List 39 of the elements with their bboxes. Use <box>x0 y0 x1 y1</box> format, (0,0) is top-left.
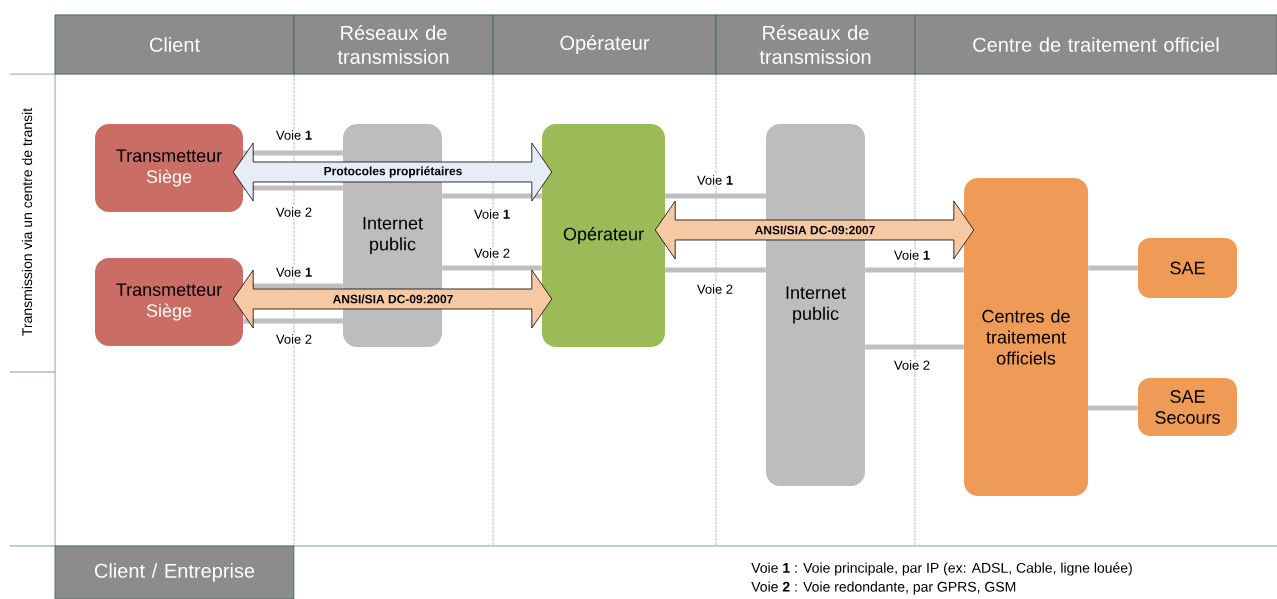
edge-label: Voie 1 <box>472 208 512 220</box>
connector-line <box>865 267 964 273</box>
connector-line <box>665 267 766 273</box>
column-header: Centre de traitement officiel <box>914 14 1277 75</box>
row-label: Transmission via un centre de transit <box>21 108 33 336</box>
processing-center-box: Centres de traitement officiels <box>964 178 1088 496</box>
sae-box: SAE Secours <box>1138 378 1237 436</box>
double-block-arrow <box>654 200 975 260</box>
connector-line <box>665 193 766 199</box>
edge-label: Voie 1 <box>274 129 314 141</box>
edge-label: Voie 2 <box>274 333 314 345</box>
double-block-arrow <box>232 269 553 329</box>
sae-box: SAE <box>1138 238 1237 298</box>
connector-line <box>442 265 542 271</box>
note-text: Voie 2 : Voie redondante, par GPRS, GSM <box>751 581 1016 595</box>
transmitter-box: Transmetteur Siège <box>95 124 243 212</box>
connector-line <box>243 150 343 156</box>
edge-label: Voie 2 <box>695 283 735 295</box>
edge-label: Voie 2 <box>274 206 314 218</box>
column-header: Réseaux de transmission <box>715 14 916 75</box>
connector-line <box>865 344 964 350</box>
connector-line <box>243 185 343 191</box>
column-header: Réseaux de transmission <box>293 14 494 75</box>
edge-label: Voie 1 <box>892 249 932 261</box>
connector-line <box>442 193 542 199</box>
connector-line <box>1088 405 1138 411</box>
edge-label: Voie 1 <box>695 174 735 186</box>
edge-label: Voie 2 <box>892 359 932 371</box>
edge-label: Voie 2 <box>472 247 512 259</box>
note-text: Voie 1 : Voie principale, par IP (ex: ADSL, Cable, ligne louée) <box>751 562 1132 576</box>
transmitter-box: Transmetteur Siège <box>95 258 243 346</box>
connector-line <box>1088 265 1138 271</box>
operator-box: Opérateur <box>542 124 665 347</box>
column-header: Opérateur <box>492 14 717 75</box>
column-header: Client <box>54 14 295 75</box>
connector-line <box>243 318 343 324</box>
row-header: Client / Entreprise <box>54 545 295 599</box>
edge-label: Voie 1 <box>274 266 314 278</box>
double-block-arrow <box>232 142 553 202</box>
